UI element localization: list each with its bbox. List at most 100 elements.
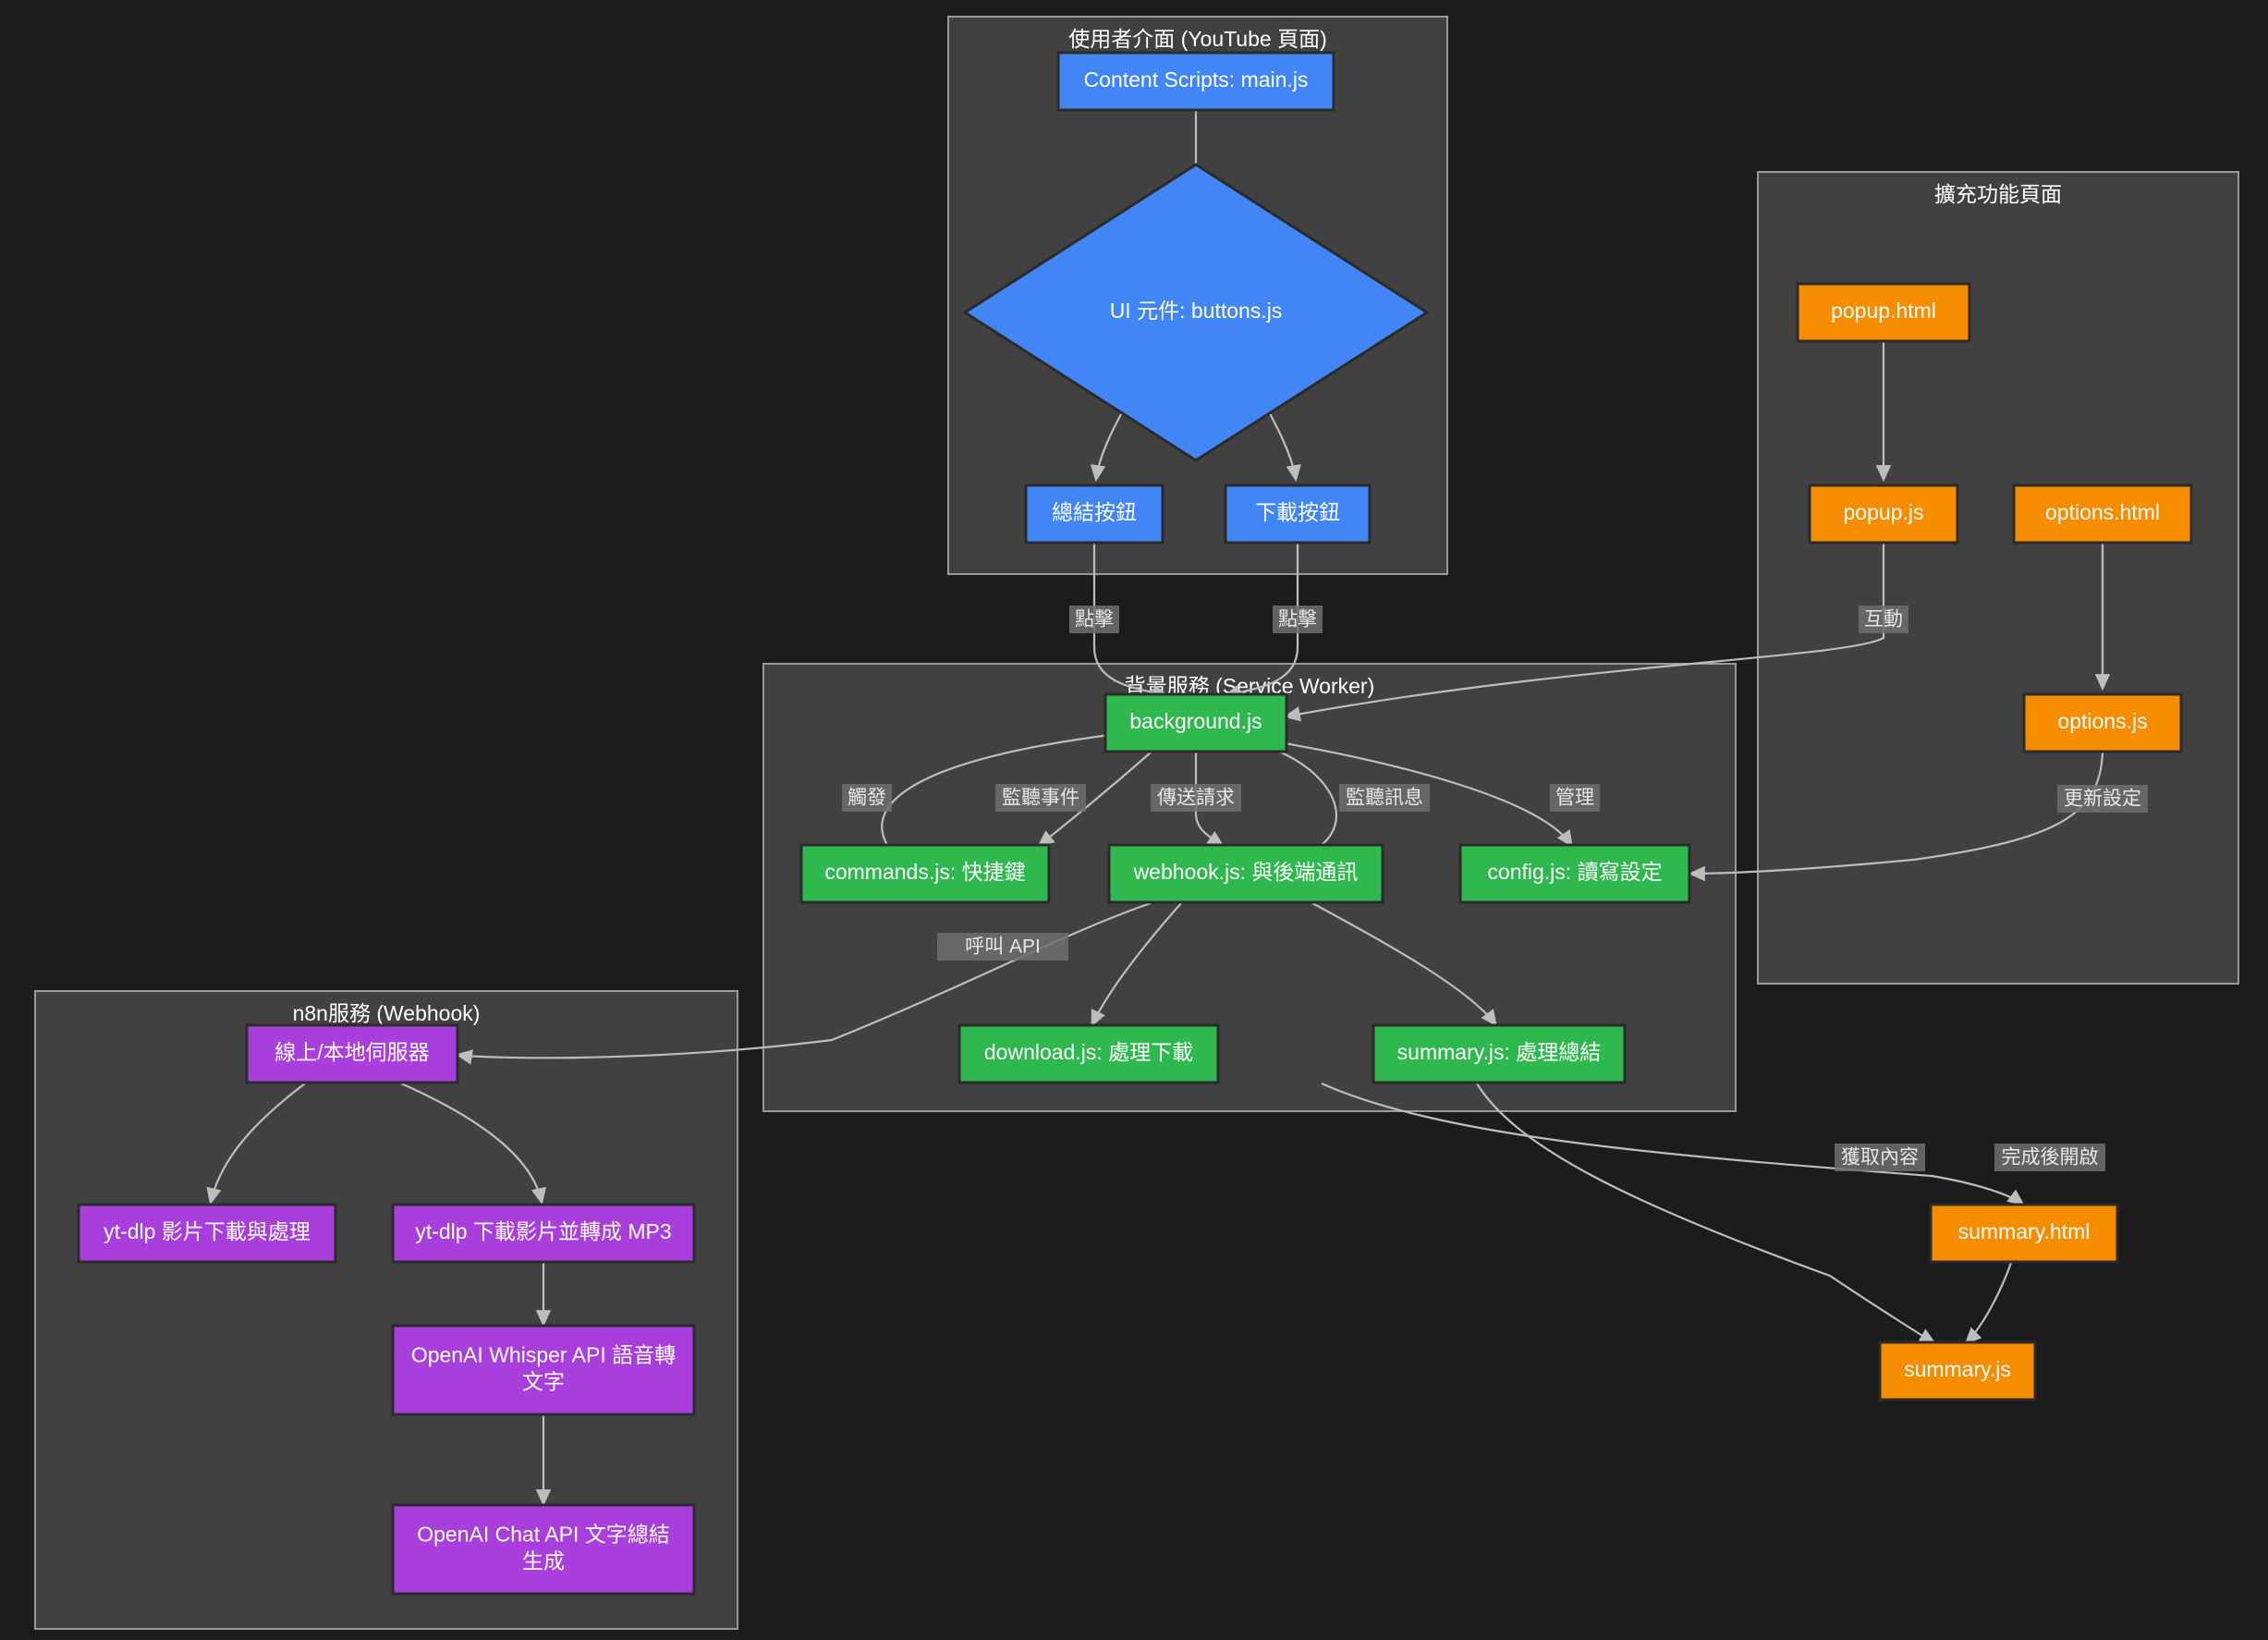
node-label: popup.html [1831,299,1936,323]
node-shape-rect[interactable] [2012,483,2193,545]
node-label: UI 元件: buttons.js [1110,299,1283,323]
node-whisper[interactable]: OpenAI Whisper API 語音轉文字 [391,1324,696,1416]
edge-label-text: 點擊 [1278,609,1317,630]
edge-label-text: 點擊 [1075,609,1114,630]
edge-server-to-ytdlp2 [400,1082,547,1206]
edge-label-webhook-bg: 監聽訊息 [1339,784,1430,812]
node-label: background.js [1129,709,1262,733]
node-shape-rect[interactable] [2022,692,2183,753]
node-btnDl[interactable]: 下載按鈕 [1224,483,1372,545]
edge-btnSum-to-bg [1092,544,1170,700]
edge-label-text: 獲取內容 [1841,1147,1919,1169]
node-download[interactable]: download.js: 處理下載 [957,1023,1220,1084]
edge-label-text: 完成後開啟 [2002,1147,2099,1169]
edge-label-text: 更新設定 [2064,789,2141,810]
node-ytdlp1[interactable]: yt-dlp 影片下載與處理 [77,1203,337,1264]
node-shape-rect[interactable] [1056,51,1335,112]
edge-bg-to-config [1251,736,1573,848]
node-shape-rect[interactable] [245,1023,459,1084]
node-label: yt-dlp 下載影片並轉成 MP3 [415,1219,671,1243]
node-summaryjs[interactable]: summary.js: 處理總結 [1372,1023,1627,1084]
edge-label-text: 監聽訊息 [1346,788,1423,809]
cluster-title: n8n服務 (Webhook) [293,1001,481,1025]
edge-btnDl-to-bg [1223,544,1299,700]
node-bg[interactable]: background.js [1104,692,1288,753]
edge-bg-to-webhook [1194,753,1225,847]
node-shape-rect[interactable] [957,1023,1220,1084]
edge-label-text: 管理 [1555,788,1594,809]
cluster-title: 擴充功能頁面 [1934,182,2062,206]
edge-label-commands-bg: 觸發 [842,784,892,812]
node-shape-rect[interactable] [77,1203,337,1264]
node-label: 總結按鈕 [1052,500,1137,524]
edge-label-text: 監聽事件 [1002,788,1079,809]
node-label: popup.js [1844,500,1924,524]
node-label: yt-dlp 影片下載與處理 [104,1219,311,1243]
node-ytdlp2[interactable]: yt-dlp 下載影片並轉成 MP3 [391,1203,696,1264]
node-optshtml[interactable]: options.html [2012,483,2193,545]
edge-webhook-to-summaryjs [1311,902,1497,1027]
edge-label-popupjs-bg: 互動 [1859,606,1908,633]
edge-popupjs-to-bg [1283,544,1885,722]
node-label: Content Scripts: main.js [1084,67,1309,92]
node-shape-rect[interactable] [1024,483,1164,545]
node-shape-rect[interactable] [799,843,1051,904]
node-sumhtml[interactable]: summary.html [1929,1203,2119,1264]
node-label: 線上/本地伺服器 [274,1040,429,1064]
edge-label-text: 傳送請求 [1157,788,1235,809]
node-label: OpenAI Whisper API 語音轉文字 [411,1343,676,1394]
edge-label-bg-config: 管理 [1550,784,1600,812]
edge-label-bg-commands: 監聽事件 [995,784,1086,812]
node-server[interactable]: 線上/本地伺服器 [245,1023,459,1084]
node-shape-rect[interactable] [1107,843,1384,904]
edge-server-to-ytdlp1 [206,1083,306,1206]
node-shape-rect[interactable] [1808,483,1959,545]
edge-sumhtml-to-sumjs [1964,1262,2013,1345]
node-webhook[interactable]: webhook.js: 與後端通訊 [1107,843,1384,904]
edge-label-bg-webhook: 傳送請求 [1151,784,1241,812]
edge-summaryjs-to-sumjs [1476,1083,1936,1344]
node-shape-rect[interactable] [391,1203,696,1264]
node-optsjs[interactable]: options.js [2022,692,2183,753]
node-shape-rect[interactable] [1796,282,1971,343]
node-shape-rect[interactable] [1458,843,1691,904]
node-label: summary.js: 處理總結 [1397,1040,1602,1064]
node-chat[interactable]: OpenAI Chat API 文字總結生成 [391,1503,696,1596]
node-shape-rect[interactable] [391,1324,696,1416]
edge-label-btnSum-bg: 點擊 [1069,606,1119,633]
node-main[interactable]: Content Scripts: main.js [1056,51,1335,112]
node-popupjs[interactable]: popup.js [1808,483,1959,545]
node-label: OpenAI Chat API 文字總結生成 [417,1523,670,1573]
node-shape-rect[interactable] [391,1503,696,1596]
cluster-title: 使用者介面 (YouTube 頁面) [1068,27,1326,51]
edge-bg-to-sumhtml [1321,1082,2025,1206]
node-label: 下載按鈕 [1255,500,1340,524]
edge-label-summaryjs-sumjs: 獲取內容 [1835,1144,1925,1171]
edge-commands-to-bg [881,724,1152,846]
node-commands[interactable]: commands.js: 快捷鍵 [799,843,1051,904]
node-shape-rect[interactable] [1104,692,1288,753]
edge-label-text: 呼叫 API [965,936,1041,958]
node-config[interactable]: config.js: 讀寫設定 [1458,843,1691,904]
edge-bg-to-commands [1037,752,1152,848]
edge-label-text: 互動 [1864,609,1903,630]
node-label: summary.html [1958,1219,2091,1243]
node-buttons[interactable]: UI 元件: buttons.js [962,163,1430,462]
edge-label-webhook-server: 呼叫 API [937,933,1068,961]
node-label: webhook.js: 與後端通訊 [1133,860,1359,884]
node-sumjs[interactable]: summary.js [1878,1340,2037,1401]
node-btnSum[interactable]: 總結按鈕 [1024,483,1164,545]
node-shape-diamond[interactable] [962,163,1430,462]
node-label: options.js [2057,709,2147,733]
node-shape-rect[interactable] [1878,1340,2037,1401]
node-popuphtml[interactable]: popup.html [1796,282,1971,343]
node-shape-rect[interactable] [1224,483,1372,545]
node-label: config.js: 讀寫設定 [1487,860,1662,884]
edge-label-btnDl-bg: 點擊 [1273,606,1323,633]
edge-label-bg-sumhtml: 完成後開啟 [1994,1144,2105,1171]
node-shape-rect[interactable] [1372,1023,1627,1084]
node-shape-rect[interactable] [1929,1203,2119,1264]
